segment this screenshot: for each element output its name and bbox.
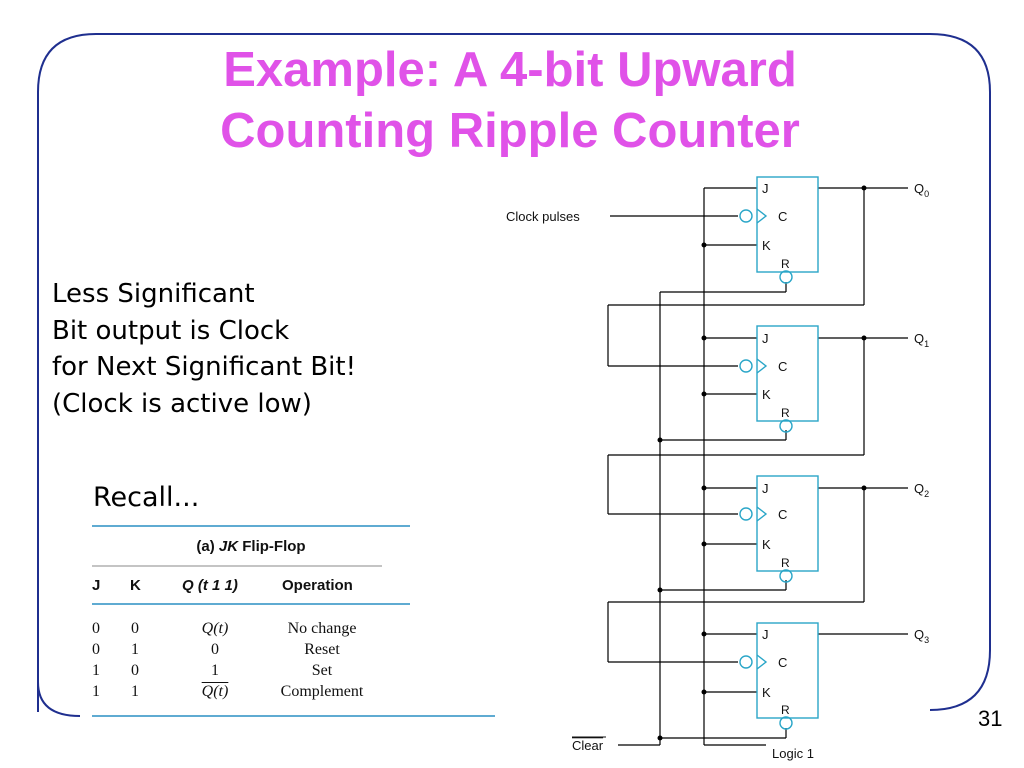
cell-q: Q(t) (201, 683, 229, 700)
cell-operation: Complement (280, 683, 364, 700)
caption-suffix: Flip-Flop (238, 538, 306, 555)
output-q0-label: Q0 (914, 181, 929, 199)
pin-c-label: C (778, 655, 787, 670)
junction-dots (657, 185, 867, 741)
jk-table-caption: (a) JK Flip-Flop (92, 538, 410, 555)
note-line: Less Significant (52, 279, 255, 309)
note-line: (Clock is active low) (52, 388, 312, 419)
cell-k: 0 (131, 620, 139, 637)
title-line-1: Example: A 4-bit Upward (223, 43, 797, 97)
pin-c-label: C (778, 209, 787, 224)
pin-k-label: K (762, 685, 771, 700)
pin-j-label: J (762, 331, 769, 346)
pin-r-label: R (781, 703, 790, 717)
cell-k: 0 (131, 662, 139, 679)
wiring (607, 187, 908, 746)
explanation-note: Less Significant Bit output is Clock for… (52, 276, 356, 422)
pin-r-label: R (781, 556, 790, 570)
cell-operation: Reset (304, 641, 340, 658)
pin-k-label: K (762, 387, 771, 402)
cell-operation: No change (287, 620, 357, 637)
caption-jk: JK (218, 538, 239, 555)
pin-c-label: C (778, 507, 787, 522)
output-q2-label: Q2 (914, 481, 929, 499)
pin-j-label: J (762, 181, 769, 196)
note-line: for Next Significant Bit! (52, 352, 357, 382)
pin-c-label: C (778, 359, 787, 374)
pin-j-label: J (762, 627, 769, 642)
cell-j: 1 (92, 683, 100, 700)
title-line-2: Counting Ripple Counter (220, 104, 800, 158)
cell-k: 1 (131, 641, 139, 658)
header-j: J (92, 577, 101, 594)
output-q3-label: Q3 (914, 627, 929, 645)
pin-r-label: R (781, 257, 790, 271)
header-k: K (130, 577, 141, 594)
output-q1-label: Q1 (914, 331, 929, 349)
cell-operation: Set (311, 662, 333, 679)
cell-j: 0 (92, 641, 100, 658)
slide-title: Example: A 4-bit Upward Counting Ripple … (140, 40, 880, 162)
clock-pulses-label: Clock pulses (506, 209, 580, 224)
pin-j-label: J (762, 481, 769, 496)
recall-label: Recall... (93, 482, 200, 513)
clear-label: Clear (572, 738, 604, 753)
cell-q: 1 (211, 662, 219, 679)
logic-1-label: Logic 1 (772, 746, 814, 761)
flipflop-boxes (739, 176, 819, 730)
header-operation: Operation (282, 577, 353, 594)
pin-k-label: K (762, 537, 771, 552)
pin-r-label: R (781, 406, 790, 420)
pin-k-label: K (762, 238, 771, 253)
cell-q: 0 (211, 641, 219, 658)
note-line: Bit output is Clock (52, 315, 290, 346)
header-q: Q (t 1 1) (182, 577, 238, 594)
page-number: 31 (978, 706, 1003, 731)
cell-k: 1 (131, 683, 139, 700)
cell-q: Q(t) (201, 620, 229, 637)
cell-j: 0 (92, 620, 100, 637)
caption-prefix: (a) (196, 538, 219, 555)
cell-j: 1 (92, 662, 100, 679)
